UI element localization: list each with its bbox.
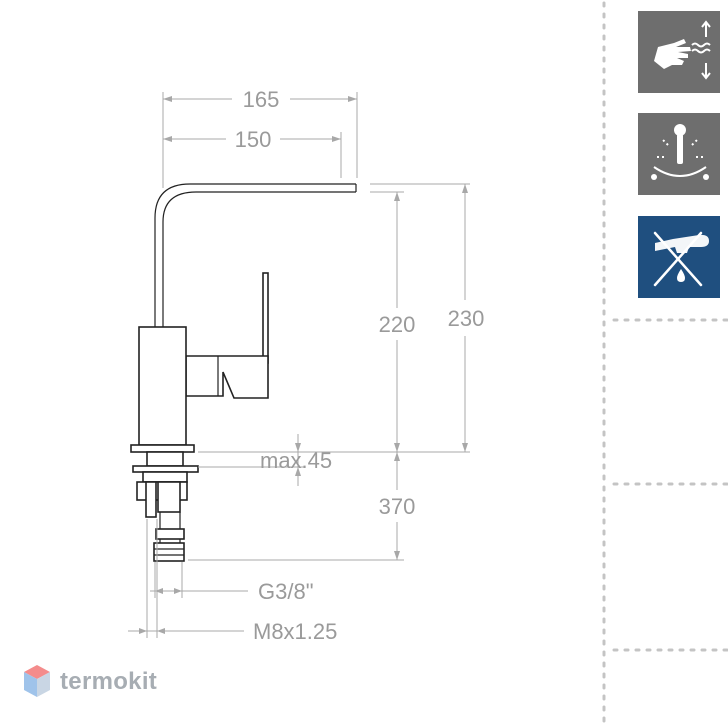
dim-width-inner: 150 (235, 127, 272, 152)
faucet-outline (130, 183, 357, 562)
feature-tile-no-drip (638, 216, 720, 298)
dimension-lines (128, 92, 470, 638)
hot-cold-lever-icon (651, 124, 709, 180)
brand-logo: termokit (22, 660, 157, 704)
no-drip-spout-icon (653, 231, 709, 287)
feature-tile-sensor (638, 11, 720, 93)
dim-max-counter: max.45 (260, 448, 332, 473)
hand-motion-sensor-icon (654, 20, 711, 80)
dimension-arrows (139, 96, 468, 634)
right-panel-separators (602, 1, 728, 727)
dim-hose-length: 370 (379, 494, 416, 519)
dim-height-spout: 220 (379, 312, 416, 337)
dim-height-total: 230 (448, 306, 485, 331)
dim-thread-inlet: G3/8" (258, 579, 314, 604)
feature-tile-hot-cold (638, 113, 720, 195)
dim-width-outer: 165 (243, 87, 280, 112)
dim-thread-stud: M8x1.25 (253, 619, 337, 644)
brand-name: termokit (60, 668, 158, 695)
termokit-cube-icon (24, 665, 50, 697)
